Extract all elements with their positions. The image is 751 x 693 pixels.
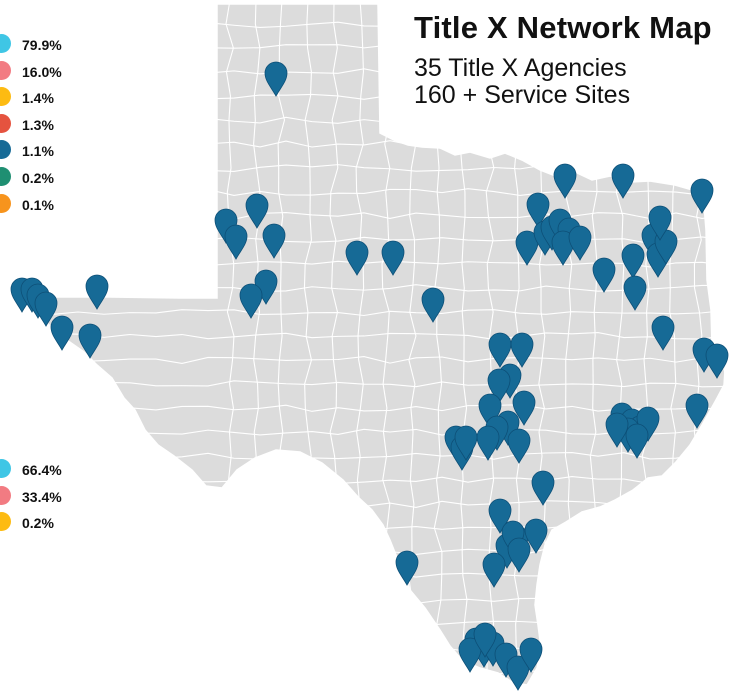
legend-value: 66.4% <box>22 462 62 478</box>
location-pin-icon <box>526 192 550 228</box>
location-pin-icon <box>487 368 511 404</box>
location-pin-icon <box>512 390 536 426</box>
location-pin-icon <box>515 230 539 266</box>
county-line <box>18 332 726 340</box>
location-pin-icon <box>621 243 645 279</box>
location-pin-icon <box>264 61 288 97</box>
location-pin-icon <box>458 637 482 673</box>
location-pin-icon <box>510 332 534 368</box>
location-pin-icon <box>476 425 500 461</box>
location-pin-icon <box>507 428 531 464</box>
service-site-pins <box>10 61 729 691</box>
location-pin-icon <box>524 518 548 554</box>
location-pin-icon <box>531 470 555 506</box>
location-pin-icon <box>685 393 709 429</box>
county-line <box>18 572 726 580</box>
service-sites-count: 160 + Service Sites <box>414 81 631 109</box>
legend-value: 1.1% <box>22 143 54 160</box>
legend-value: 0.2% <box>22 515 54 532</box>
agencies-count: 35 Title X Agencies <box>414 54 627 82</box>
legend-swatch-icon <box>0 512 11 532</box>
location-pin-icon <box>651 315 675 351</box>
legend-swatch-icon <box>0 459 11 478</box>
location-pin-icon <box>568 225 592 261</box>
legend-swatch-icon <box>0 34 11 53</box>
county-line <box>18 644 726 652</box>
map-title: Title X Network Map <box>414 10 712 45</box>
county-line <box>18 595 726 604</box>
location-pin-icon <box>482 552 506 588</box>
legend-value: 33.4% <box>22 488 62 505</box>
location-pin-icon <box>78 323 102 359</box>
location-pin-icon <box>507 537 531 573</box>
location-pin-icon <box>553 163 577 199</box>
location-pin-icon <box>705 343 729 379</box>
location-pin-icon <box>506 655 530 691</box>
location-pin-icon <box>85 274 109 310</box>
location-pin-icon <box>245 193 269 229</box>
county-line <box>18 380 726 388</box>
legend-value: 16.0% <box>22 63 62 80</box>
location-pin-icon <box>454 425 478 461</box>
county-line <box>18 355 726 364</box>
location-pin-icon <box>611 163 635 199</box>
location-pin-icon <box>421 287 445 323</box>
legend-swatch-icon <box>0 193 11 213</box>
county-line <box>18 548 726 557</box>
county-line <box>18 619 726 628</box>
legend-value: 79.9% <box>22 37 62 53</box>
location-pin-icon <box>592 257 616 293</box>
county-line <box>18 309 726 317</box>
location-pin-icon <box>34 291 58 327</box>
legend-swatch-icon <box>0 113 11 133</box>
location-pin-icon <box>239 283 263 319</box>
location-pin-icon <box>648 205 672 241</box>
legend-swatch-icon <box>0 60 11 80</box>
legend-value: 0.2% <box>22 169 54 186</box>
location-pin-icon <box>473 622 497 658</box>
location-pin-icon <box>395 550 419 586</box>
location-pin-icon <box>478 393 502 429</box>
location-pin-icon <box>488 498 512 534</box>
legend-value: 1.4% <box>22 90 54 107</box>
location-pin-icon <box>690 178 714 214</box>
location-pin-icon <box>381 240 405 276</box>
legend-swatch-icon <box>0 166 11 186</box>
location-pin-icon <box>551 230 575 266</box>
legend-value: 1.3% <box>22 116 54 133</box>
location-pin-icon <box>488 332 512 368</box>
county-line <box>18 668 726 676</box>
legend-swatch-icon <box>0 485 11 505</box>
location-pin-icon <box>623 275 647 311</box>
location-pin-icon <box>262 223 286 259</box>
location-pin-icon <box>224 224 248 260</box>
legend-swatch-icon <box>0 140 11 160</box>
location-pin-icon <box>519 637 543 673</box>
location-pin-icon <box>625 423 649 459</box>
location-pin-icon <box>345 240 369 276</box>
legend-value: 0.1% <box>22 196 54 213</box>
county-line <box>18 524 726 532</box>
texas-state-outline <box>15 3 727 686</box>
location-pin-icon <box>605 412 629 448</box>
location-pin-icon <box>50 315 74 351</box>
legend-swatch-icon <box>0 87 11 107</box>
